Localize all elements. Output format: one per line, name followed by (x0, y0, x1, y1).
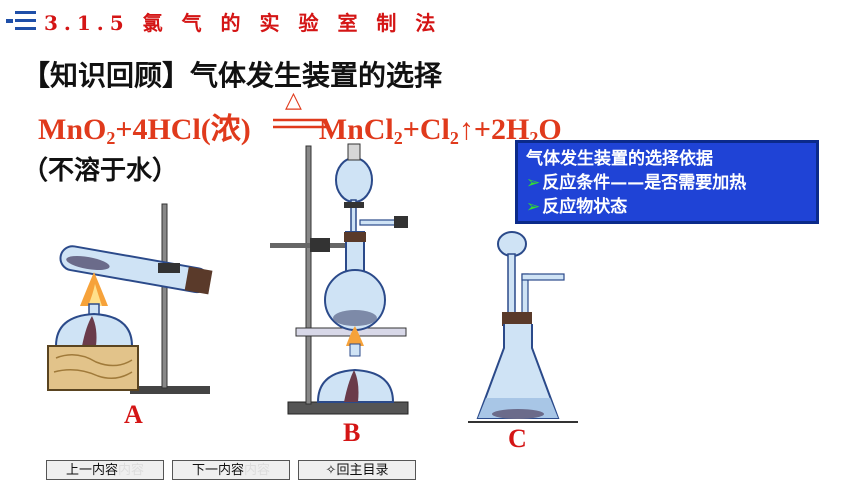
next-ghost-label: 内容 (244, 463, 271, 478)
section-heading: 【知识回顾】气体发生装置的选择 (22, 59, 443, 92)
eq-product-cl2: +Cl (402, 113, 450, 146)
criteria-title: 气体发生装置的选择依据 (526, 149, 713, 169)
home-menu-button[interactable]: ✧回主目录 (298, 460, 416, 480)
eq-product-mncl2: MnCl (318, 113, 394, 146)
apparatus-a-label: A (124, 400, 143, 429)
prev-content-button[interactable]: 上一内容内容 (46, 460, 164, 480)
criteria-item: ➢反应物状态 (526, 197, 628, 217)
list-lines-icon (6, 11, 36, 30)
eq-sub: 2 (106, 128, 116, 148)
eq-o: O (538, 113, 562, 146)
apparatus-c-illustration (468, 231, 578, 423)
eq-reactant-mno2: MnO (38, 113, 107, 146)
home-label: ✧回主目录 (325, 463, 389, 478)
next-content-button[interactable]: 下一内容内容 (172, 460, 290, 480)
selection-criteria-box: 气体发生装置的选择依据 ➢反应条件——是否需要加热 ➢反应物状态 (515, 140, 819, 224)
apparatus-b-illustration (270, 143, 409, 415)
eq-reactant-hcl: +4HCl(浓) (115, 113, 251, 146)
criteria-item: ➢反应条件——是否需要加热 (526, 173, 747, 193)
page-title: 3.1.5 氯 气 的 实 验 室 制 法 (44, 11, 442, 35)
solubility-note: （不溶于水） (22, 156, 179, 186)
prev-label: 上一内容 (65, 463, 118, 478)
prev-ghost-label: 内容 (118, 463, 145, 478)
eq-sub: 2 (393, 128, 403, 148)
chemical-equation: MnO2+4HCl(浓)MnCl2+Cl2↑+2H2O (38, 104, 562, 149)
apparatus-a-illustration (47, 203, 213, 394)
equals-sign (273, 118, 327, 129)
heating-condition: △ (285, 88, 302, 113)
apparatus-b-label: B (343, 418, 361, 447)
next-label: 下一内容 (191, 463, 244, 478)
arrow-bullet-icon: ➢ (526, 173, 541, 193)
apparatus-c-label: C (508, 424, 527, 453)
eq-sub: 2 (449, 128, 459, 148)
arrow-bullet-icon: ➢ (526, 197, 541, 217)
eq-sub: 2 (529, 128, 539, 148)
